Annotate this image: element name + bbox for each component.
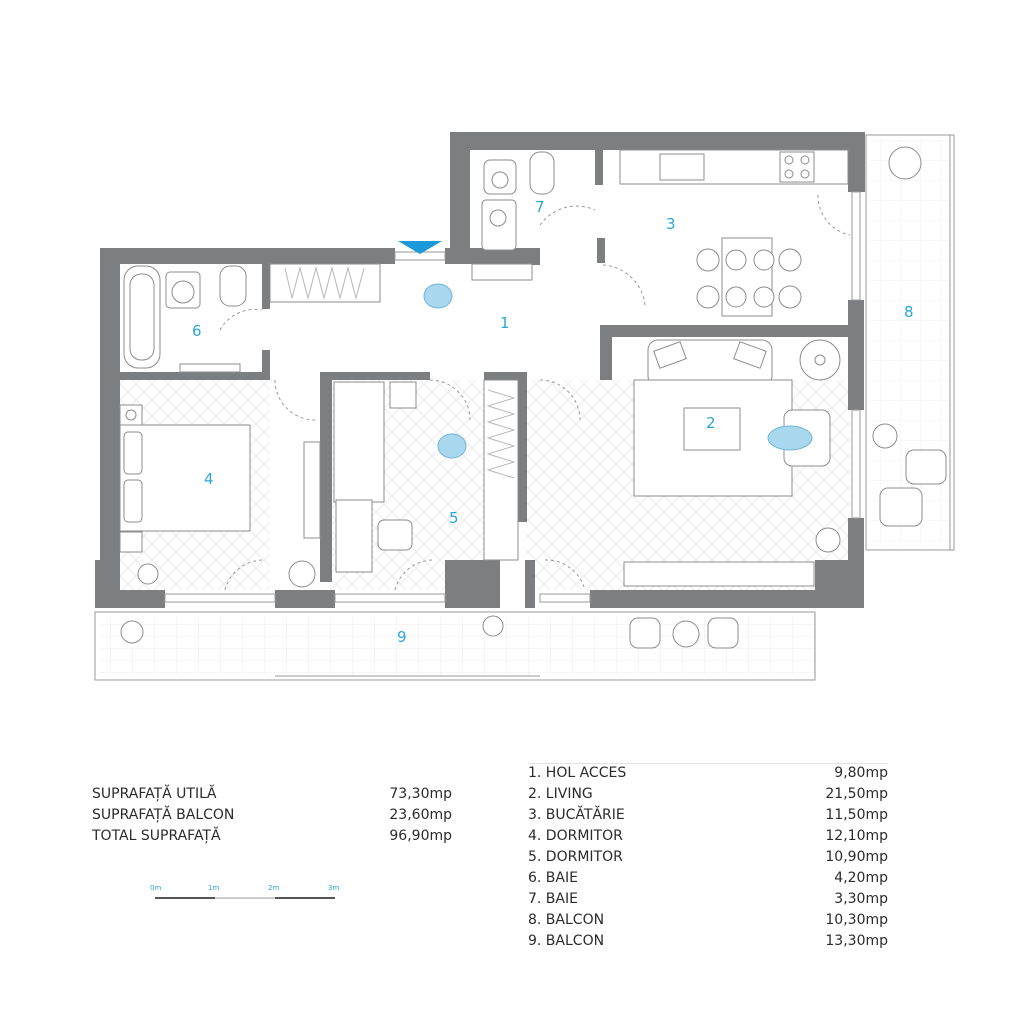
room-value: 21,50mp xyxy=(825,786,888,802)
room-value: 4,20mp xyxy=(834,870,888,886)
room-area-list: 1. HOL ACCES 9,80mp 2. LIVING 21,50mp 3.… xyxy=(528,763,888,955)
room-label: 5. DORMITOR xyxy=(528,849,623,865)
scale-label: 2m xyxy=(268,884,280,892)
area-summary: SUPRAFAȚĂ UTILĂ 73,30mp SUPRAFAȚĂ BALCON… xyxy=(92,784,452,854)
room-value: 3,30mp xyxy=(834,891,888,907)
bathroom-6-fixtures xyxy=(123,265,247,373)
room-number: 6 xyxy=(192,322,202,340)
room-number: 3 xyxy=(666,215,676,233)
room-number: 8 xyxy=(904,303,914,321)
room-label: 7. BAIE xyxy=(528,891,578,907)
table-top-rule xyxy=(528,763,888,764)
room-label: 1. HOL ACCES xyxy=(528,765,627,781)
entrance-marker xyxy=(398,241,442,254)
balcony-furniture xyxy=(120,146,947,649)
person-figures xyxy=(423,283,813,459)
hall-wardrobe xyxy=(269,263,381,303)
room-value: 11,50mp xyxy=(825,807,888,823)
summary-value: 96,90mp xyxy=(389,828,452,844)
summary-label: TOTAL SUPRAFAȚĂ xyxy=(92,828,221,844)
room-number: 9 xyxy=(397,628,407,646)
scale-bar: 0m 1m 2m 3m xyxy=(150,884,340,904)
summary-label: SUPRAFAȚĂ BALCON xyxy=(92,807,235,823)
room-value: 10,30mp xyxy=(825,912,888,928)
summary-value: 23,60mp xyxy=(389,807,452,823)
room-value: 9,80mp xyxy=(834,765,888,781)
room-value: 13,30mp xyxy=(825,933,888,949)
floor-plan: 1 2 3 4 5 6 7 8 9 xyxy=(94,132,955,681)
room-number: 5 xyxy=(449,509,459,527)
door-swings xyxy=(219,194,851,591)
bathroom-7-fixtures xyxy=(471,151,555,281)
room-label: 2. LIVING xyxy=(528,786,593,802)
room-number: 2 xyxy=(706,414,716,432)
room-numbers: 1 2 3 4 5 6 7 8 9 xyxy=(192,198,914,646)
balcony-outlines xyxy=(94,134,955,681)
living-furniture xyxy=(623,339,841,587)
room-value: 12,10mp xyxy=(825,828,888,844)
room-number: 1 xyxy=(500,314,510,332)
room-label: 6. BAIE xyxy=(528,870,578,886)
room-number: 7 xyxy=(535,198,545,216)
bedroom-5-furniture xyxy=(333,379,519,573)
kitchen-fixtures xyxy=(619,149,849,317)
summary-value: 73,30mp xyxy=(389,786,452,802)
scale-label: 3m xyxy=(328,884,340,892)
room-label: 9. BALCON xyxy=(528,933,605,949)
walls xyxy=(95,132,865,608)
room-label: 8. BALCON xyxy=(528,912,605,928)
room-label: 4. DORMITOR xyxy=(528,828,623,844)
room-value: 10,90mp xyxy=(825,849,888,865)
room-label: 3. BUCĂTĂRIE xyxy=(528,807,625,823)
bedroom-4-furniture xyxy=(119,404,321,588)
scale-label: 1m xyxy=(208,884,220,892)
room-number: 4 xyxy=(204,470,214,488)
summary-label: SUPRAFAȚĂ UTILĂ xyxy=(92,786,217,802)
scale-label: 0m xyxy=(150,884,162,892)
